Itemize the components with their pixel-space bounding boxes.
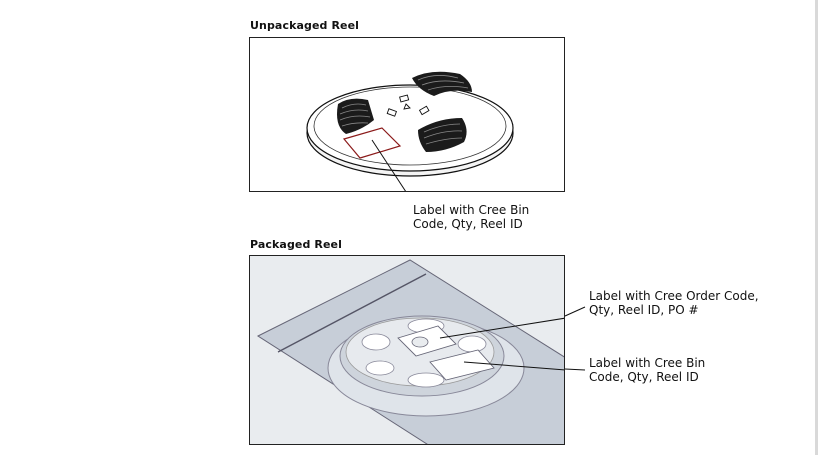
bin-code-label	[429, 349, 495, 381]
reel-window-bottom	[418, 118, 467, 152]
reel-label-outline	[342, 127, 402, 159]
hub-slot	[399, 94, 410, 103]
packaged-reel-heading: Packaged Reel	[250, 238, 342, 251]
page-edge	[815, 0, 818, 455]
caption-line: Label with Cree Order Code,	[589, 289, 759, 303]
reel-hub	[411, 336, 429, 348]
caption-line: Qty, Reel ID, PO #	[589, 303, 699, 317]
packaged-bin-label-caption: Label with Cree Bin Code, Qty, Reel ID	[589, 356, 705, 384]
caption-line: Code, Qty, Reel ID	[589, 370, 699, 384]
bag-seal-line	[277, 273, 427, 353]
unpackaged-reel-drawing	[306, 71, 514, 191]
caption-line: Label with Cree Bin	[589, 356, 706, 370]
reel-window	[365, 360, 395, 376]
reel-inner-rim	[313, 86, 507, 166]
hub-slot	[386, 108, 398, 117]
packaged-reel-figure	[249, 255, 565, 445]
packaged-reel-drawing	[256, 259, 564, 444]
order-label-leader-extension	[564, 306, 586, 317]
bin-label-leader-extension	[564, 368, 586, 371]
reel-window-top	[412, 71, 472, 96]
hub-slot	[418, 105, 430, 116]
caption-line: Label with Cree Bin	[413, 203, 530, 217]
bin-label-leader-line	[463, 361, 564, 371]
unpackaged-label-caption: Label with Cree Bin Code, Qty, Reel ID	[413, 203, 529, 231]
unpackaged-reel-figure	[249, 37, 565, 192]
reel-window	[361, 333, 391, 351]
reel-window-left	[337, 98, 374, 134]
packaged-order-label-caption: Label with Cree Order Code, Qty, Reel ID…	[589, 289, 759, 317]
reel-top-flange	[306, 84, 514, 172]
caption-line: Code, Qty, Reel ID	[413, 217, 523, 231]
hub-arrow-icon	[403, 103, 411, 110]
reel-window	[407, 372, 445, 388]
order-label-leader-line	[439, 317, 564, 339]
unpackaged-reel-heading: Unpackaged Reel	[250, 19, 360, 32]
unpackaged-leader-line	[371, 139, 407, 191]
reel-window	[457, 335, 487, 353]
